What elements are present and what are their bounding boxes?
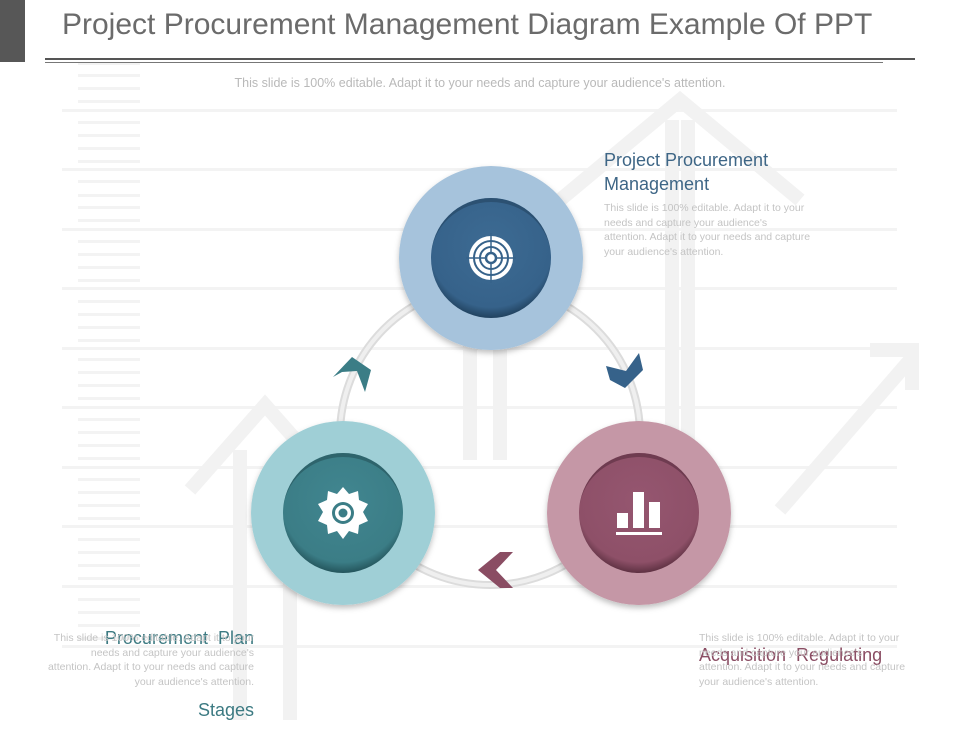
node-top-heading-line1: Project Procurement: [604, 150, 769, 170]
desc-line: needs and capture your audience's: [699, 646, 863, 659]
desc-line: your audience's attention.: [604, 245, 724, 258]
corner-accent-block: [0, 0, 25, 62]
gear-icon: [318, 487, 368, 539]
node-bottom-left-heading-line1: Procurement Plan: [104, 628, 254, 648]
desc-line: your audience's attention.: [134, 675, 254, 688]
bar-chart-icon: [616, 492, 662, 535]
desc-line: needs and capture your audience's: [90, 646, 254, 659]
node-bottom-left-heading-line2: Stages: [197, 700, 254, 720]
desc-line: attention. Adapt it to your needs and ca…: [47, 661, 254, 673]
node-bottom-right-heading-line1: Acquisition Regulating: [699, 645, 883, 665]
desc-line: attention. Adapt it to your needs and ca…: [604, 231, 811, 243]
node-top-description: This slide is 100% editable. Adapt it to…: [604, 201, 854, 259]
arrow-down-right-icon: [606, 353, 643, 388]
node-bottom-right-description: This slide is 100% editable. Adapt it to…: [699, 631, 949, 689]
desc-line: This slide is 100% editable. Adapt it to…: [604, 202, 805, 214]
cycle-diagram: [251, 166, 731, 605]
node-top-heading: Project Procurement Management: [604, 148, 768, 196]
desc-line: needs and capture your audience's: [604, 216, 768, 229]
node-bottom-right-heading: Acquisition Regulating: [699, 595, 882, 691]
desc-line: attention. Adapt it to your needs and ca…: [699, 661, 906, 673]
desc-line: your audience's attention.: [699, 675, 819, 688]
node-bottom-left-description: This slide is 100% editable. Adapt it to…: [4, 631, 254, 689]
title-underline-thin: [45, 62, 883, 63]
slide-title: Project Procurement Management Diagram E…: [62, 8, 873, 41]
title-underline: [45, 58, 915, 60]
slide-subtitle: This slide is 100% editable. Adapt it to…: [234, 76, 726, 90]
desc-line: This slide is 100% editable. Adapt it to…: [53, 632, 254, 644]
target-icon: [466, 233, 516, 283]
node-top-heading-line2: Management: [604, 174, 710, 194]
arrow-up-left-icon: [333, 357, 371, 392]
node-bottom-left-heading: Procurement Plan Stages: [20, 578, 254, 746]
desc-line: This slide is 100% editable. Adapt it to…: [699, 632, 900, 644]
arrow-left-bottom-icon: [478, 552, 513, 588]
